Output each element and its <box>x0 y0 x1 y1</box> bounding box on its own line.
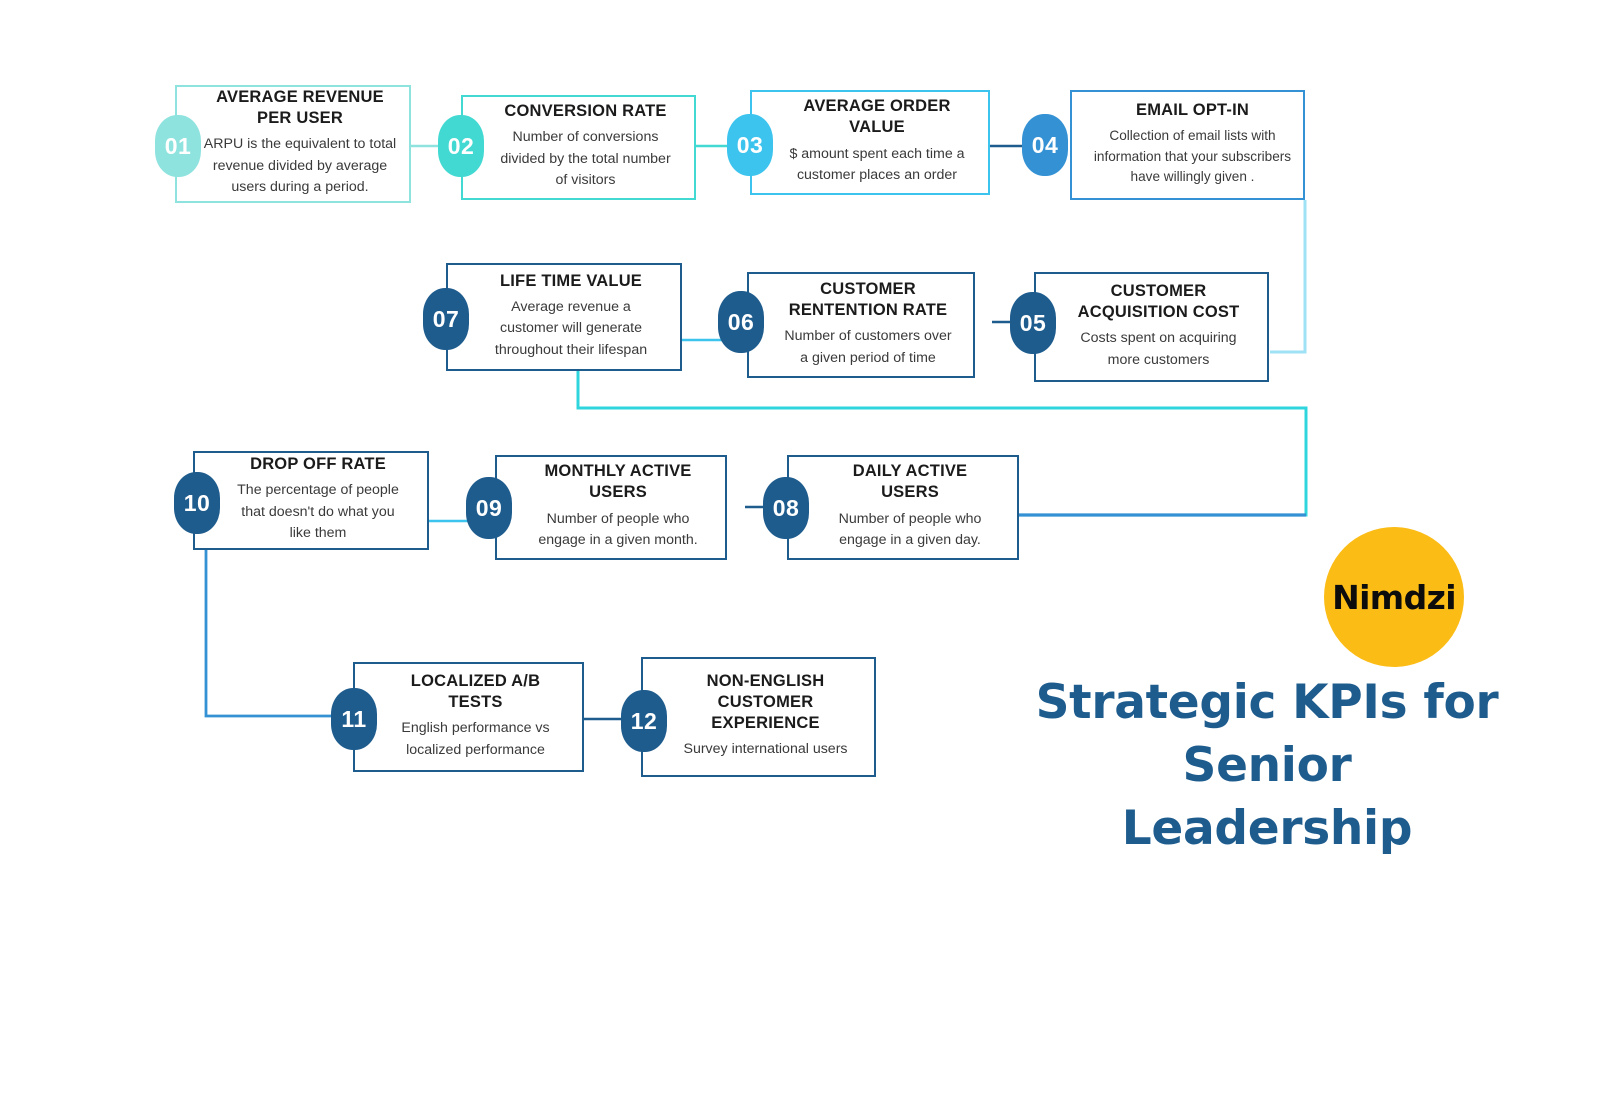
kpi-title: CUSTOMER RENTENTION RATE <box>788 279 948 319</box>
kpi-number-badge-06[interactable]: 06 <box>718 291 764 353</box>
kpi-card-04[interactable]: EMAIL OPT-IN Collection of email lists w… <box>1070 90 1305 200</box>
kpi-description: Costs spent on acquiring more customers <box>1080 330 1237 368</box>
kpi-number-badge-12[interactable]: 12 <box>621 690 667 752</box>
kpi-description: Collection of email lists with informati… <box>1093 128 1292 185</box>
kpi-card-03[interactable]: AVERAGE ORDER VALUE $ amount spent each … <box>750 90 990 195</box>
kpi-card-02[interactable]: CONVERSION RATE Number of conversions di… <box>461 95 696 200</box>
kpi-description: Number of people who engage in a given d… <box>838 510 982 549</box>
kpi-title: LIFE TIME VALUE <box>499 271 643 290</box>
kpi-description: Number of conversions divided by the tot… <box>500 129 671 189</box>
kpi-title: AVERAGE ORDER VALUE <box>803 97 951 137</box>
kpi-title: MONTHLY ACTIVE USERS <box>544 462 692 502</box>
kpi-card-10[interactable]: DROP OFF RATE The percentage of people t… <box>193 451 429 550</box>
kpi-card-12[interactable]: NON-ENGLISH CUSTOMER EXPERIENCE Survey i… <box>641 657 876 777</box>
nimdzi-logo: Nimdzi <box>1324 527 1464 667</box>
kpi-number-badge-07[interactable]: 07 <box>423 288 469 350</box>
kpi-number-badge-03[interactable]: 03 <box>727 114 773 176</box>
kpi-number-badge-01[interactable]: 01 <box>155 115 201 177</box>
kpi-title: CONVERSION RATE <box>504 102 667 121</box>
kpi-number-badge-05[interactable]: 05 <box>1010 292 1056 354</box>
kpi-card-08[interactable]: DAILY ACTIVE USERS Number of people who … <box>787 455 1019 560</box>
kpi-description: Survey international users <box>683 741 848 758</box>
kpi-description: The percentage of people that doesn't do… <box>237 482 399 542</box>
kpi-title: AVERAGE REVENUE PER USER <box>216 88 384 128</box>
kpi-card-11[interactable]: LOCALIZED A/B TESTS English performance … <box>353 662 584 772</box>
kpi-title: NON-ENGLISH CUSTOMER EXPERIENCE <box>706 672 825 733</box>
kpi-card-06[interactable]: CUSTOMER RENTENTION RATE Number of custo… <box>747 272 975 378</box>
infographic-canvas: AVERAGE REVENUE PER USER ARPU is the equ… <box>155 85 1499 856</box>
kpi-description: Number of customers over a given period … <box>784 328 952 366</box>
kpi-title: LOCALIZED A/B TESTS <box>410 671 541 711</box>
kpi-title: CUSTOMER ACQUISITION COST <box>1077 281 1240 321</box>
kpi-title: DAILY ACTIVE USERS <box>852 462 968 502</box>
kpi-description: Average revenue a customer will generate… <box>494 298 648 358</box>
kpi-number-badge-11[interactable]: 11 <box>331 688 377 750</box>
kpi-card-05[interactable]: CUSTOMER ACQUISITION COST Costs spent on… <box>1034 272 1269 382</box>
kpi-number-badge-02[interactable]: 02 <box>438 115 484 177</box>
kpi-card-07[interactable]: LIFE TIME VALUE Average revenue a custom… <box>446 263 682 371</box>
kpi-number-badge-09[interactable]: 09 <box>466 477 512 539</box>
kpi-number-badge-10[interactable]: 10 <box>174 472 220 534</box>
kpi-number-badge-04[interactable]: 04 <box>1022 114 1068 176</box>
kpi-description: English performance vs localized perform… <box>401 720 550 758</box>
kpi-card-09[interactable]: MONTHLY ACTIVE USERS Number of people wh… <box>495 455 727 560</box>
kpi-description: ARPU is the equivalent to total revenue … <box>203 136 397 196</box>
kpi-description: Number of people who engage in a given m… <box>538 510 698 549</box>
kpi-number-badge-08[interactable]: 08 <box>763 477 809 539</box>
nimdzi-wordmark: Nimdzi <box>1332 577 1456 617</box>
kpi-title: DROP OFF RATE <box>250 455 386 474</box>
kpi-description: $ amount spent each time a customer plac… <box>789 145 965 184</box>
page-title: Strategic KPIs for Senior Leadership <box>1035 675 1499 856</box>
kpi-card-01[interactable]: AVERAGE REVENUE PER USER ARPU is the equ… <box>175 85 411 203</box>
kpi-title: EMAIL OPT-IN <box>1135 100 1250 119</box>
